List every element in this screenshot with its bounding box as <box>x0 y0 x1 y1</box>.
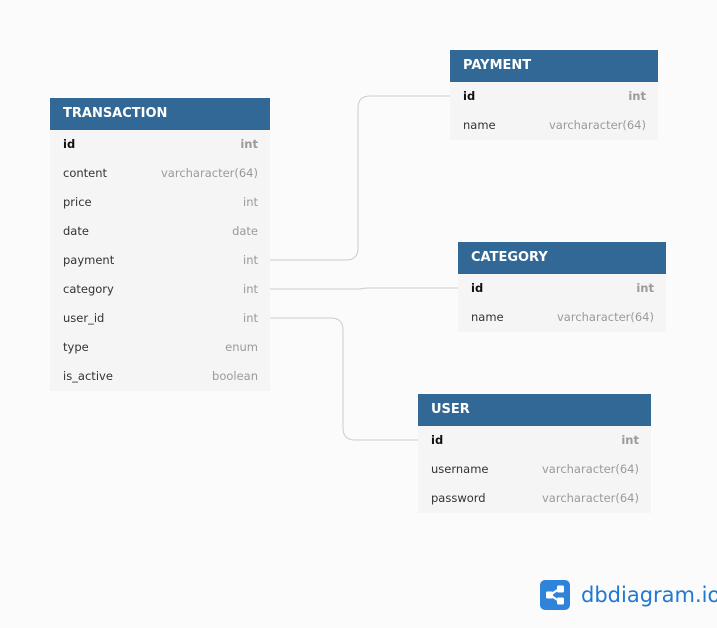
field-type: int <box>636 281 654 295</box>
table-title[interactable]: TRANSACTION <box>50 98 270 130</box>
field-type: boolean <box>212 369 258 383</box>
table-payment[interactable]: PAYMENT id int name varcharacter(64) <box>450 50 658 140</box>
field-row[interactable]: payment int <box>50 246 270 275</box>
table-title[interactable]: PAYMENT <box>450 50 658 82</box>
field-type: varcharacter(64) <box>548 118 646 132</box>
field-row[interactable]: username varcharacter(64) <box>418 455 651 484</box>
field-type: enum <box>225 340 258 354</box>
field-row[interactable]: price int <box>50 188 270 217</box>
field-row[interactable]: is_active boolean <box>50 362 270 391</box>
field-type: int <box>243 195 258 209</box>
field-type: varcharacter(64) <box>556 310 654 324</box>
field-name: is_active <box>63 369 113 383</box>
field-type: varcharacter(64) <box>541 462 639 476</box>
field-row[interactable]: password varcharacter(64) <box>418 484 651 513</box>
table-transaction[interactable]: TRANSACTION id int content varcharacter(… <box>50 98 270 391</box>
field-row[interactable]: name varcharacter(64) <box>458 303 666 332</box>
field-name: date <box>63 224 89 238</box>
field-row[interactable]: id int <box>418 426 651 455</box>
field-row[interactable]: id int <box>450 82 658 111</box>
field-type: int <box>243 253 258 267</box>
field-row[interactable]: date date <box>50 217 270 246</box>
table-title[interactable]: USER <box>418 394 651 426</box>
field-row[interactable]: type enum <box>50 333 270 362</box>
field-name: price <box>63 195 92 209</box>
table-category[interactable]: CATEGORY id int name varcharacter(64) <box>458 242 666 332</box>
field-type: date <box>232 224 258 238</box>
field-name: type <box>63 340 89 354</box>
field-name: category <box>63 282 114 296</box>
field-row[interactable]: content varcharacter(64) <box>50 159 270 188</box>
field-type: int <box>243 282 258 296</box>
relation-transaction-category[interactable] <box>270 287 458 290</box>
table-user[interactable]: USER id int username varcharacter(64) pa… <box>418 394 651 513</box>
field-name: id <box>463 89 476 103</box>
field-row[interactable]: user_id int <box>50 304 270 333</box>
field-type: varcharacter(64) <box>160 166 258 180</box>
field-name: name <box>463 118 496 132</box>
field-name: payment <box>63 253 115 267</box>
field-type: int <box>621 433 639 447</box>
field-name: content <box>63 166 108 180</box>
share-nodes-icon <box>540 580 570 610</box>
field-row[interactable]: category int <box>50 275 270 304</box>
field-type: int <box>628 89 646 103</box>
field-name: password <box>431 491 486 505</box>
field-row[interactable]: id int <box>458 274 666 303</box>
field-name: user_id <box>63 311 105 325</box>
field-name: name <box>471 310 504 324</box>
field-row[interactable]: id int <box>50 130 270 159</box>
field-name: id <box>63 137 76 151</box>
field-row[interactable]: name varcharacter(64) <box>450 111 658 140</box>
table-title[interactable]: CATEGORY <box>458 242 666 274</box>
field-name: username <box>431 462 489 476</box>
field-type: int <box>240 137 258 151</box>
field-name: id <box>431 433 444 447</box>
field-type: int <box>243 311 258 325</box>
relation-transaction-payment[interactable] <box>270 95 450 261</box>
field-name: id <box>471 281 484 295</box>
relation-transaction-user[interactable] <box>270 317 418 441</box>
logo-text: dbdiagram.io <box>581 583 717 607</box>
field-type: varcharacter(64) <box>541 491 639 505</box>
